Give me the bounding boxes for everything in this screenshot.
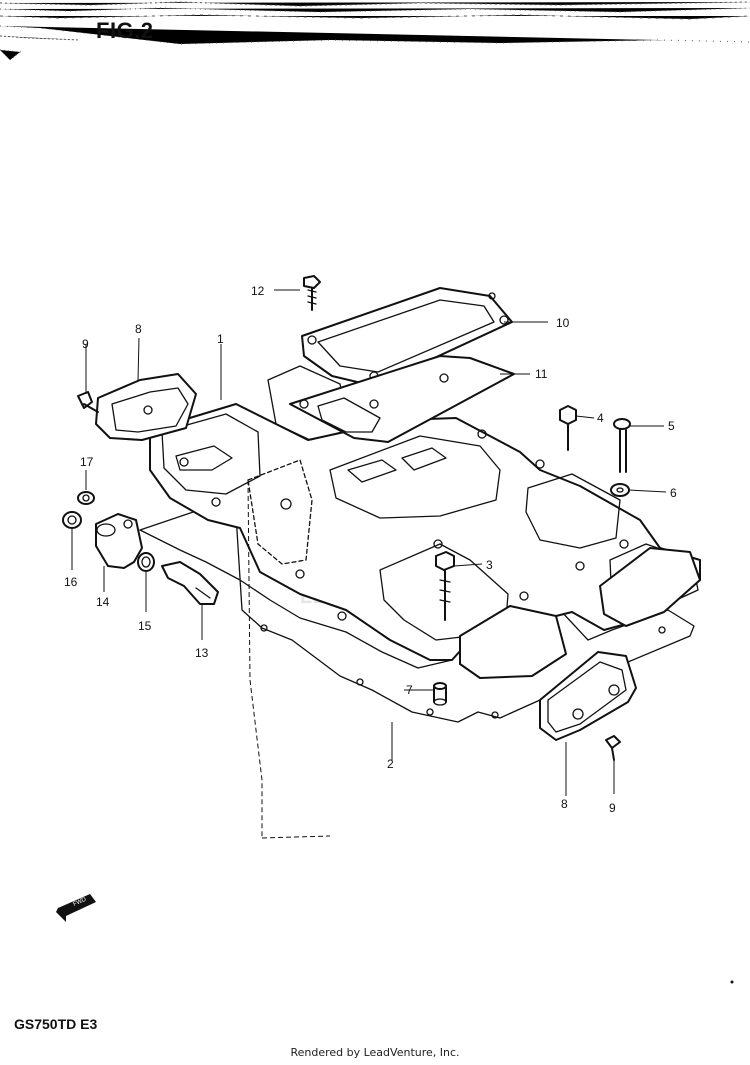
cap-17 — [77, 491, 95, 505]
end-cap-covers-mid — [459, 547, 701, 679]
callout-13: 13 — [195, 646, 209, 660]
callout-3: 3 — [486, 558, 493, 572]
washer-6 — [610, 483, 630, 497]
bolt-5 — [613, 418, 631, 473]
callout-11: 11 — [535, 367, 548, 381]
leader-lines — [71, 289, 667, 796]
oring-15 — [137, 552, 155, 572]
callout-6: 6 — [670, 486, 677, 500]
callout-15: 15 — [138, 619, 152, 633]
bolt-12 — [303, 275, 321, 311]
hose-13 — [161, 561, 219, 605]
callout-7: 7 — [406, 683, 413, 697]
breather-cover — [301, 287, 513, 387]
callout-17: 17 — [80, 455, 94, 469]
scan-noise-band — [0, 1, 750, 60]
callout-labels: 1 2 3 4 5 6 7 8 8 9 9 10 11 12 13 14 15 … — [64, 284, 677, 815]
screw-9-lower — [605, 735, 621, 761]
callout-14: 14 — [96, 595, 110, 609]
scan-speck — [730, 980, 734, 984]
base-gasket — [139, 507, 695, 723]
callout-16: 16 — [64, 575, 78, 589]
model-code: GS750TD E3 — [14, 1016, 98, 1032]
screw-9-upper — [77, 391, 99, 413]
end-cap-cover-right — [539, 651, 637, 741]
callout-9-lower: 9 — [609, 801, 616, 815]
callout-8-lower: 8 — [561, 797, 568, 811]
callout-1: 1 — [217, 332, 224, 346]
svg-text:FWD: FWD — [72, 897, 88, 908]
front-arrow-icon: FWD — [56, 894, 96, 922]
callout-8-upper: 8 — [135, 322, 142, 336]
callout-9-upper: 9 — [82, 337, 89, 351]
union-14 — [95, 513, 143, 569]
oring-16 — [62, 511, 82, 529]
figure-title: FIG.2 — [96, 18, 154, 43]
cylinder-head-cover — [149, 365, 701, 661]
callout-2: 2 — [387, 757, 394, 771]
bolt-4 — [559, 405, 577, 451]
callout-12: 12 — [251, 284, 265, 298]
callout-4: 4 — [597, 411, 604, 425]
callout-10: 10 — [556, 316, 570, 330]
dowel-pin-7 — [433, 682, 447, 706]
footer-credit: Rendered by LeadVenture, Inc. — [290, 1046, 460, 1059]
reference-lines — [247, 479, 331, 839]
callout-5: 5 — [668, 419, 675, 433]
bolt-3 — [435, 551, 455, 621]
end-cap-cover-left — [95, 373, 197, 441]
